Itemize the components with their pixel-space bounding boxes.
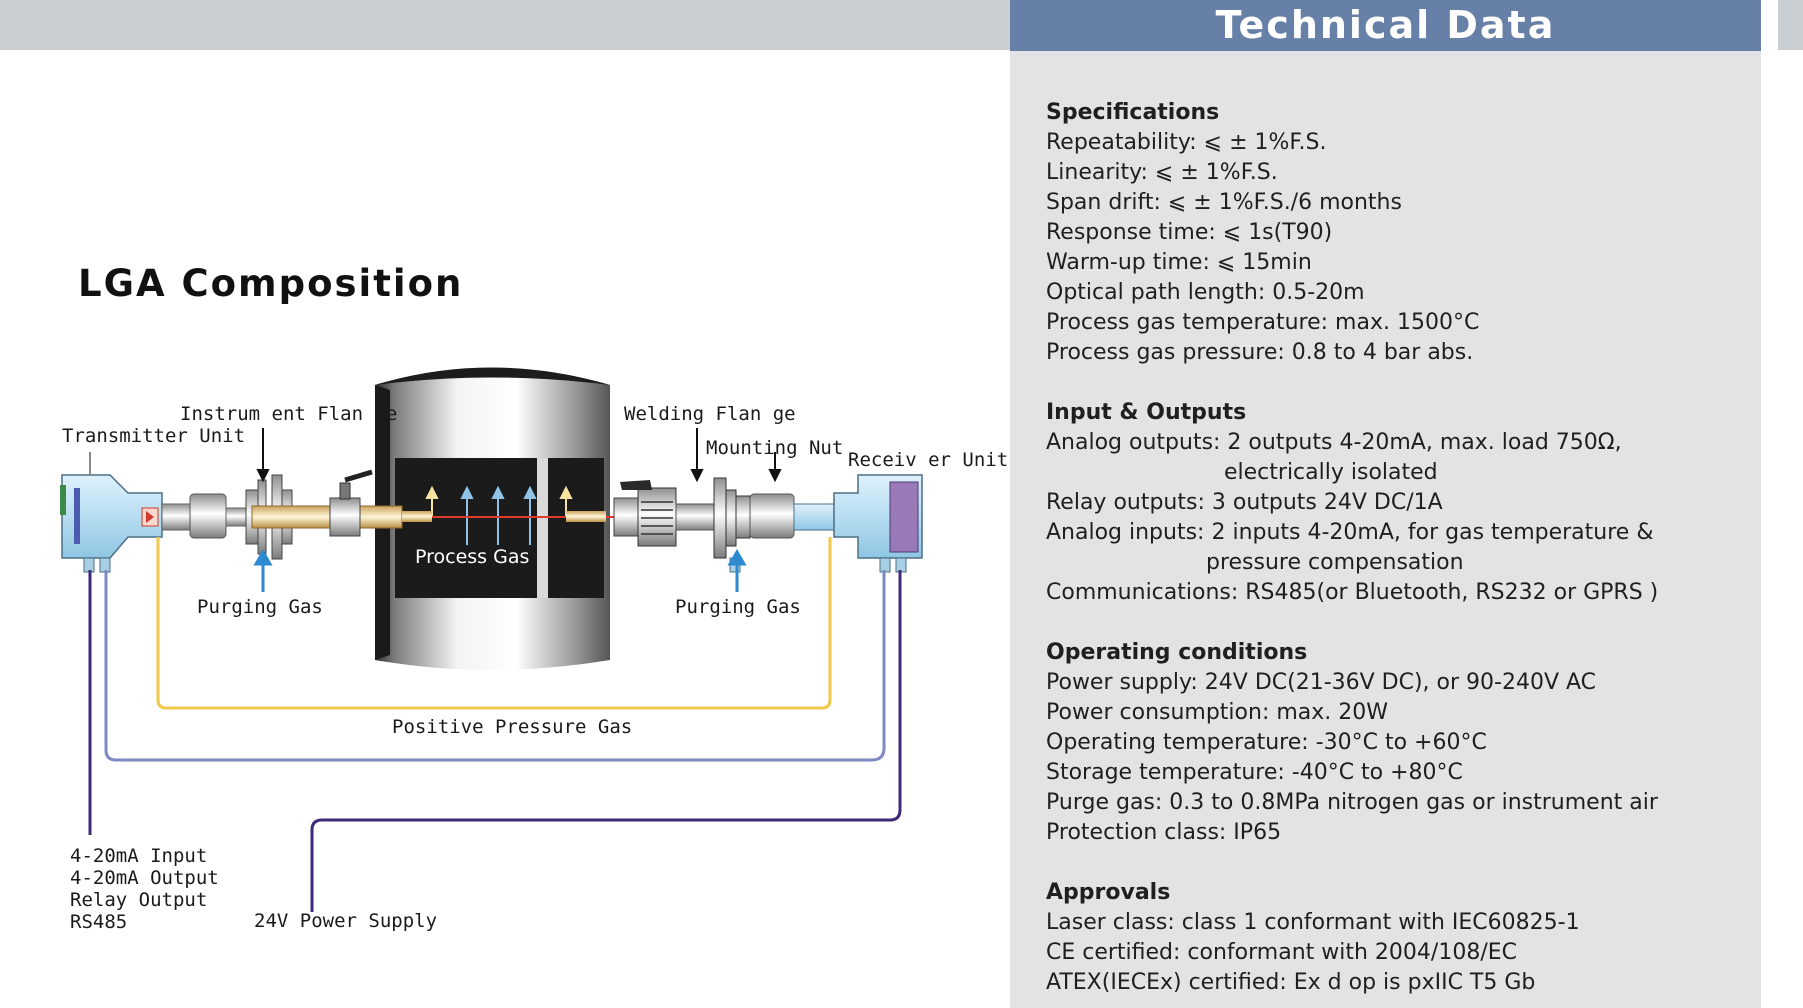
specifications-title: Specifications <box>1046 100 1220 125</box>
spec-body: Specifications Repeatability: ⩽ ± 1%F.S.… <box>1046 98 1746 998</box>
operating-item: Operating temperature: -30°C to +60°C <box>1046 730 1487 755</box>
operating-item: Power supply: 24V DC(21-36V DC), or 90-2… <box>1046 670 1597 695</box>
spec-item: Response time: ⩽ 1s(T90) <box>1046 220 1333 245</box>
io-label: RS485 <box>70 911 128 933</box>
approval-item: Laser class: class 1 conformant with IEC… <box>1046 910 1580 935</box>
analog-outputs: Analog outputs: 2 outputs 4-20mA, max. l… <box>1046 430 1622 455</box>
spec-item: Process gas temperature: max. 1500°C <box>1046 310 1480 335</box>
spec-item: Optical path length: 0.5-20m <box>1046 280 1365 305</box>
operating-item: Power consumption: max. 20W <box>1046 700 1389 725</box>
positive-pressure-gas-label: Positive Pressure Gas <box>392 716 633 738</box>
mounting-nut-label: Mounting Nut <box>706 437 844 459</box>
io-label-block: 4-20mA Input 4-20mA Output Relay Output … <box>70 845 219 933</box>
spec-item: Warm-up time: ⩽ 15min <box>1046 250 1312 275</box>
io-title: Input & Outputs <box>1046 400 1247 425</box>
transmitter-unit-label: Transmitter Unit <box>62 425 246 447</box>
positive-pressure-line <box>156 537 832 710</box>
operating-item: Protection class: IP65 <box>1046 820 1282 845</box>
relay-outputs: Relay outputs: 3 outputs 24V DC/1A <box>1046 490 1443 515</box>
lga-diagram <box>60 367 923 912</box>
approvals-title: Approvals <box>1046 880 1171 905</box>
communications: Communications: RS485(or Bluetooth, RS23… <box>1046 580 1659 605</box>
spec-item: Span drift: ⩽ ± 1%F.S./6 months <box>1046 190 1402 215</box>
spec-item: Linearity: ⩽ ± 1%F.S. <box>1046 160 1278 185</box>
purging-gas-left-label: Purging Gas <box>197 596 323 618</box>
lga-composition-title: LGA Composition <box>78 262 464 305</box>
purge-tube-left <box>251 505 403 529</box>
left-ball-valve <box>329 469 373 537</box>
power-supply-label: 24V Power Supply <box>254 910 438 932</box>
instrument-flange-label: Instrum ent Flan ge <box>180 403 398 425</box>
welding-flange-label: Welding Flan ge <box>624 403 796 425</box>
analog-outputs-cont: electrically isolated <box>1224 460 1438 485</box>
top-banner <box>0 0 1010 50</box>
spec-item: Repeatability: ⩽ ± 1%F.S. <box>1046 130 1327 155</box>
right-ball-valve <box>613 480 677 547</box>
analog-inputs: Analog inputs: 2 inputs 4-20mA, for gas … <box>1046 520 1654 545</box>
io-label: 4-20mA Input <box>70 845 208 867</box>
process-gas-label: Process Gas <box>415 546 530 568</box>
operating-item: Storage temperature: -40°C to +80°C <box>1046 760 1463 785</box>
transmitter-unit <box>60 452 163 573</box>
receiver-unit <box>793 474 923 573</box>
technical-data-title: Technical Data <box>1010 0 1761 51</box>
top-banner-edge <box>1778 0 1803 50</box>
receiver-unit-label: Receiv er Unit <box>848 449 1009 471</box>
technical-data-panel: Technical Data Specifications Repeatabil… <box>1010 0 1761 1008</box>
approval-item: ATEX(IECEx) certified: Ex d op is pxIIC … <box>1046 970 1536 995</box>
analog-inputs-cont: pressure compensation <box>1206 550 1464 575</box>
process-pipe <box>375 367 610 670</box>
power-supply-line <box>310 570 902 912</box>
left-nut <box>189 493 227 539</box>
left-connector <box>161 503 191 531</box>
spec-item: Process gas pressure: 0.8 to 4 bar abs. <box>1046 340 1474 365</box>
io-label: Relay Output <box>70 889 208 911</box>
purge-gas-line <box>104 570 886 762</box>
mounting-nut-shape <box>749 493 795 539</box>
purging-gas-right-label: Purging Gas <box>675 596 801 618</box>
operating-item: Purge gas: 0.3 to 0.8MPa nitrogen gas or… <box>1046 790 1658 815</box>
approval-item: CE certified: conformant with 2004/108/E… <box>1046 940 1518 965</box>
operating-title: Operating conditions <box>1046 640 1308 665</box>
welding-flange <box>713 477 751 559</box>
io-label: 4-20mA Output <box>70 867 219 889</box>
